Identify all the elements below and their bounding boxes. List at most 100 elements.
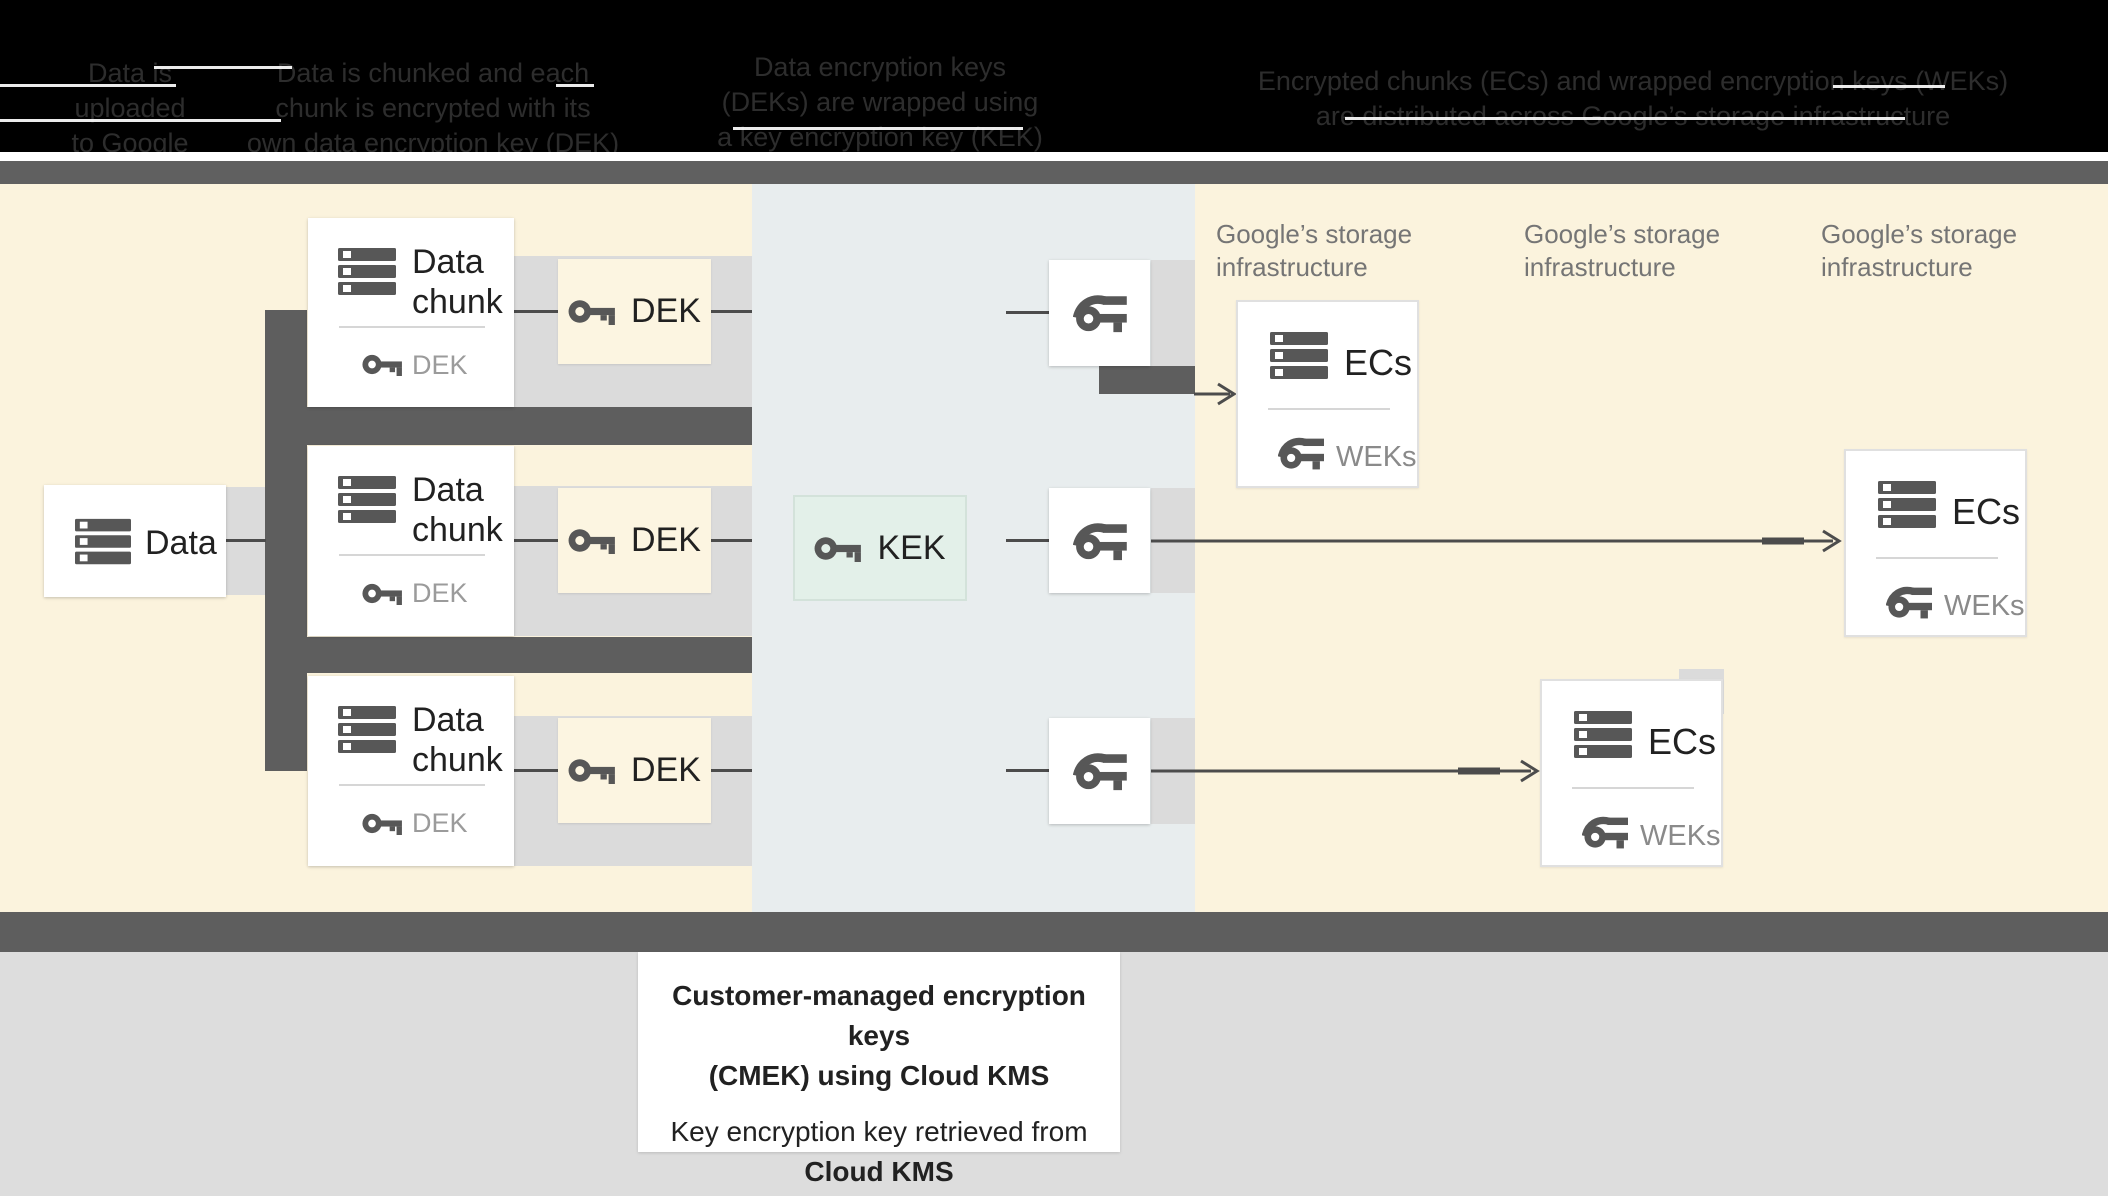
caption-body-line: Cloud KMS	[804, 1156, 954, 1187]
data-chunk-box: Data chunk DEK	[308, 446, 514, 636]
underline-artifact	[1833, 85, 1945, 88]
underline-artifact	[556, 84, 594, 87]
disks-icon	[338, 476, 396, 524]
caption-title-line: (CMEK) using Cloud KMS	[708, 1060, 1050, 1091]
key-icon	[814, 535, 862, 562]
chunk-dek-label: DEK	[412, 808, 468, 838]
chunk-label: Data chunk	[412, 242, 503, 322]
step-line: Data encryption keys	[753, 52, 1007, 82]
key-icon	[568, 527, 615, 554]
dek-box: DEK	[558, 718, 711, 823]
ecs-label: ECs	[1648, 721, 1717, 762]
data-box: Data	[44, 485, 226, 597]
connector-line	[1006, 311, 1049, 314]
ecs-divider	[1268, 408, 1390, 410]
ecs-divider	[1876, 557, 1998, 559]
connector-line	[1006, 539, 1049, 542]
bottom-divider-bar	[0, 912, 2108, 952]
step-label-upload[interactable]: Data is uploaded to Google	[0, 56, 330, 152]
underline-artifact	[733, 127, 1023, 130]
chunk-trunk-connector	[265, 310, 307, 771]
arrow-to-ecs-bottom	[1151, 759, 1540, 783]
caption-body-line: Key encryption key retrieved from	[670, 1116, 1088, 1147]
wrapped-key-band	[1099, 366, 1195, 394]
ecs-divider	[1572, 787, 1694, 789]
step-line: a key encryption key (KEK)	[717, 122, 1043, 152]
step-line: chunk is encrypted with its	[275, 93, 591, 123]
chunk-dek-label: DEK	[412, 350, 468, 380]
storage-infrastructure-label: Google’s storage infrastructure	[1821, 218, 2017, 284]
disks-icon	[338, 706, 396, 754]
storage-label-line: Google’s storage	[1524, 219, 1721, 249]
dek-box: DEK	[558, 488, 711, 593]
wrapped-key-box	[1049, 488, 1150, 593]
disks-icon	[1878, 481, 1936, 529]
kek-box-label: KEK	[877, 528, 946, 567]
dek-box: DEK	[558, 259, 711, 364]
storage-infrastructure-label: Google’s storage infrastructure	[1216, 218, 1412, 284]
chunk-dek-label: DEK	[412, 578, 468, 608]
step-line: (DEKs) are wrapped using	[721, 87, 1039, 117]
disks-icon	[1574, 711, 1632, 759]
step-label-distribution[interactable]: Encrypted chunks (ECs) and wrapped encry…	[1253, 64, 2013, 134]
storage-label-line: infrastructure	[1821, 252, 1973, 282]
connector-line	[1006, 769, 1049, 772]
chunk-label-line: chunk	[412, 741, 503, 779]
underline-artifact	[1345, 117, 1905, 120]
chunk-label-line: Data	[412, 471, 484, 509]
disks-icon	[338, 248, 396, 296]
weks-label: WEKs	[1336, 441, 1417, 473]
key-icon	[362, 812, 402, 835]
wrapped-key-icon	[1072, 291, 1127, 335]
chunk-label-line: chunk	[412, 283, 503, 321]
wrapped-key-icon	[1072, 519, 1127, 563]
ecs-box: ECs WEKs	[1540, 679, 1723, 867]
underline-artifact	[0, 84, 176, 87]
chunk-label-line: chunk	[412, 511, 503, 549]
weks-label: WEKs	[1640, 820, 1721, 852]
chunk-gap-band	[265, 637, 752, 673]
caption-box: Customer-managed encryption keys (CMEK) …	[638, 952, 1120, 1187]
chunk-divider	[339, 326, 485, 328]
wrapped-key-icon	[1278, 434, 1324, 472]
step-line: Encrypted chunks (ECs) and wrapped encry…	[1257, 66, 2009, 96]
connector-line	[711, 310, 752, 313]
wrapped-key-box	[1049, 260, 1150, 366]
key-icon	[362, 582, 402, 605]
ecs-label: ECs	[1952, 491, 2021, 532]
step-line: uploaded	[74, 93, 186, 123]
connector-line	[711, 769, 752, 772]
data-box-label: Data	[145, 524, 217, 562]
connector-line	[514, 769, 558, 772]
caption-title-line: Customer-managed encryption keys	[672, 980, 1086, 1051]
weks-label: WEKs	[1944, 590, 2025, 622]
disks-icon	[1270, 332, 1328, 380]
step-label-chunking[interactable]: Data is chunked and each chunk is encryp…	[233, 56, 633, 152]
keybox-shadow-square	[1151, 260, 1195, 366]
step-label-wrapping[interactable]: Data encryption keys (DEKs) are wrapped …	[680, 50, 1080, 152]
ecs-box: ECs WEKs	[1236, 300, 1419, 488]
wrapped-key-box	[1049, 718, 1150, 824]
wrapped-key-icon	[1072, 749, 1127, 793]
connector-line	[514, 310, 558, 313]
dek-box-label: DEK	[631, 292, 701, 330]
wrapped-key-icon	[1582, 813, 1628, 851]
kek-box: KEK	[793, 495, 967, 601]
storage-label-line: infrastructure	[1216, 252, 1368, 282]
step-line: Data is	[87, 58, 173, 88]
underline-artifact	[0, 119, 281, 122]
chunk-label: Data chunk	[412, 700, 503, 780]
top-divider-bar	[0, 161, 2108, 184]
ecs-label: ECs	[1344, 342, 1413, 383]
chunk-label-line: Data	[412, 243, 484, 281]
key-icon	[568, 298, 615, 325]
step-line: Data is chunked and each	[276, 58, 590, 88]
wrapped-key-icon	[1886, 583, 1932, 621]
step-header-band: Data is uploaded to Google Data is chunk…	[0, 0, 2108, 152]
data-chunk-box: Data chunk DEK	[308, 676, 514, 866]
storage-label-line: infrastructure	[1524, 252, 1676, 282]
step-line: to Google	[71, 128, 189, 152]
data-chunk-box: Data chunk DEK	[308, 218, 514, 407]
dek-box-label: DEK	[631, 751, 701, 789]
